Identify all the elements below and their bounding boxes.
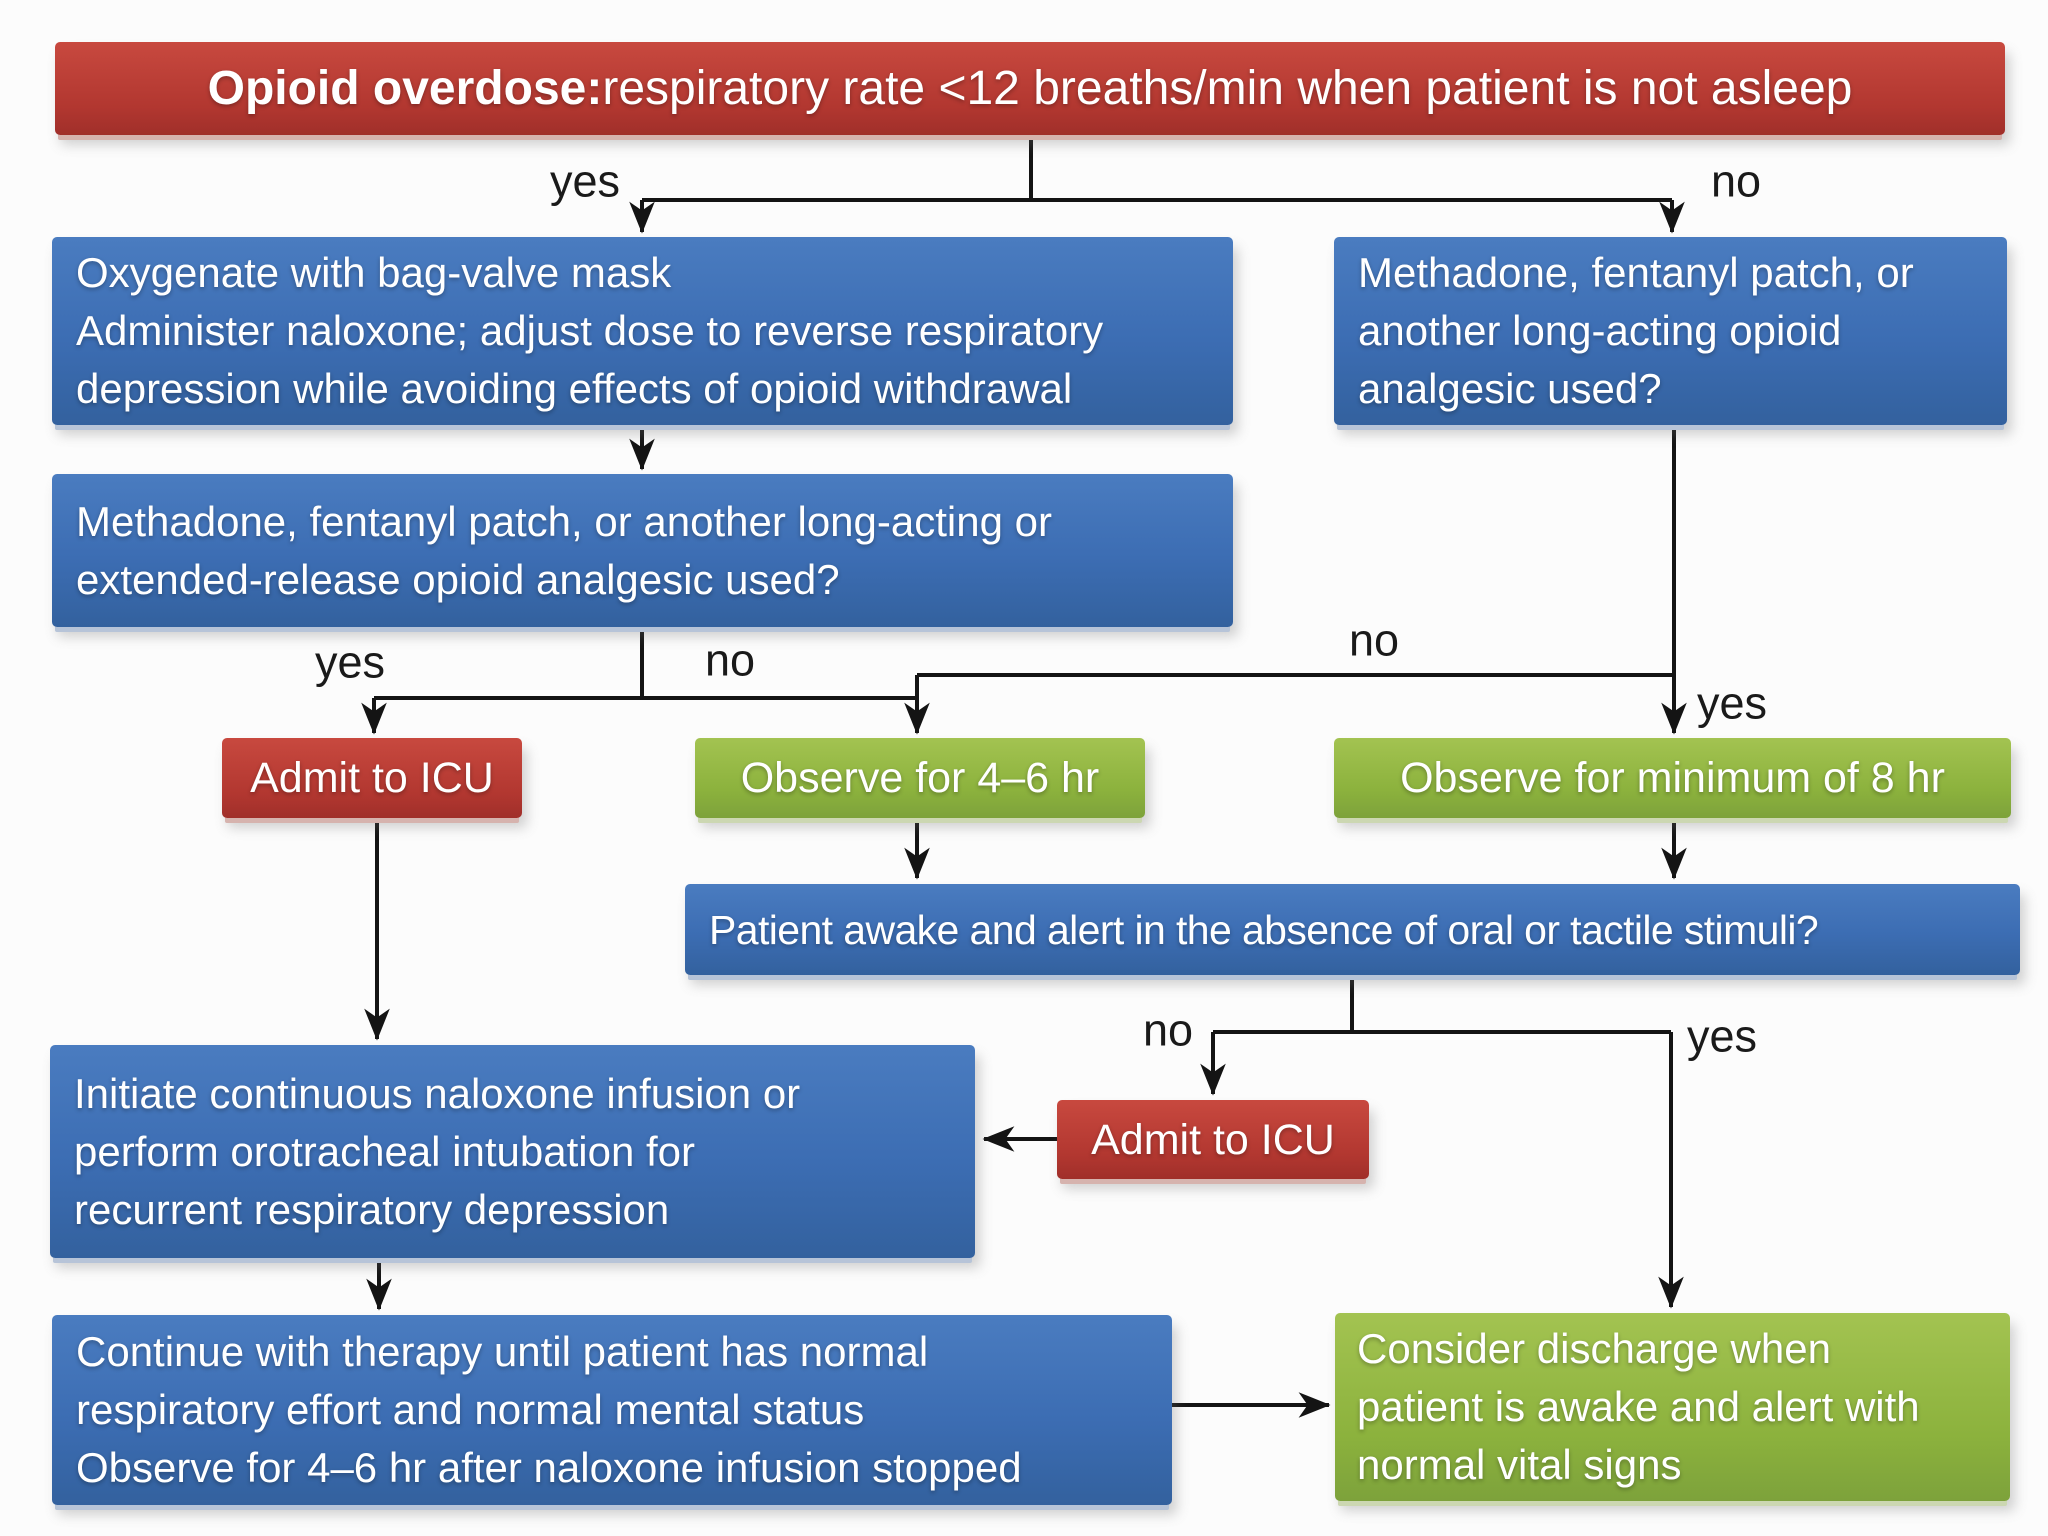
node-text-line: respiratory effort and normal mental sta… (76, 1386, 865, 1433)
node-text-line: normal vital signs (1357, 1441, 1682, 1488)
node-consider-discharge: Consider discharge when patient is awake… (1335, 1313, 2010, 1501)
node-long-acting-question-right: Methadone, fentanyl patch, or another lo… (1334, 237, 2007, 425)
node-text-line: analgesic used? (1358, 365, 1662, 412)
node-observe-4-6-hr: Observe for 4–6 hr (695, 738, 1145, 818)
node-admit-icu-2: Admit to ICU (1057, 1100, 1369, 1179)
node-text-line: Continue with therapy until patient has … (76, 1328, 929, 1375)
node-text: Admit to ICU (250, 754, 494, 802)
node-oxygenate-naloxone: Oxygenate with bag-valve mask Administer… (52, 237, 1233, 425)
node-continue-therapy: Continue with therapy until patient has … (52, 1315, 1172, 1505)
node-text-line: recurrent respiratory depression (74, 1185, 670, 1233)
node-text-line: Administer naloxone; adjust dose to reve… (76, 307, 1104, 354)
node-text-line: Oxygenate with bag-valve mask (76, 249, 672, 296)
node-text-line: depression while avoiding effects of opi… (76, 365, 1073, 412)
branch-label-left-no: no (704, 634, 756, 686)
node-text-line: Methadone, fentanyl patch, or another lo… (76, 497, 1052, 545)
node-text: Observe for minimum of 8 hr (1400, 754, 1945, 802)
node-text-line: patient is awake and alert with (1357, 1383, 1920, 1430)
node-long-acting-question-left: Methadone, fentanyl patch, or another lo… (52, 474, 1233, 627)
node-text-line: another long-acting opioid (1358, 307, 1842, 354)
branch-label-right-yes: yes (1696, 677, 1768, 729)
title-bold-text: Opioid overdose: (207, 61, 603, 115)
node-admit-icu-1: Admit to ICU (222, 738, 522, 818)
branch-label-right-no: no (1348, 614, 1400, 666)
node-text: Admit to ICU (1091, 1115, 1335, 1164)
node-text: Observe for 4–6 hr (740, 754, 1100, 802)
node-observe-min-8-hr: Observe for minimum of 8 hr (1334, 738, 2011, 818)
branch-label-left-yes: yes (314, 636, 386, 688)
branch-label-top-yes: yes (549, 155, 621, 207)
node-text-line: Initiate continuous naloxone infusion or (74, 1069, 801, 1117)
node-awake-alert-question: Patient awake and alert in the absence o… (685, 884, 2020, 975)
node-naloxone-infusion: Initiate continuous naloxone infusion or… (50, 1045, 975, 1258)
node-title-opioid-overdose: Opioid overdose: respiratory rate <12 br… (55, 42, 2005, 135)
node-text-line: extended-release opioid analgesic used? (76, 555, 840, 603)
branch-label-awake-yes: yes (1686, 1010, 1758, 1062)
node-text-line: Methadone, fentanyl patch, or (1358, 249, 1914, 296)
node-text-line: Consider discharge when (1357, 1325, 1831, 1372)
title-rest-text: respiratory rate <12 breaths/min when pa… (602, 61, 1853, 115)
branch-label-top-no: no (1710, 155, 1762, 207)
node-text: Patient awake and alert in the absence o… (709, 906, 1819, 953)
node-text-line: Observe for 4–6 hr after naloxone infusi… (76, 1444, 1022, 1491)
branch-label-awake-no: no (1142, 1004, 1194, 1056)
node-text-line: perform orotracheal intubation for (74, 1127, 695, 1175)
